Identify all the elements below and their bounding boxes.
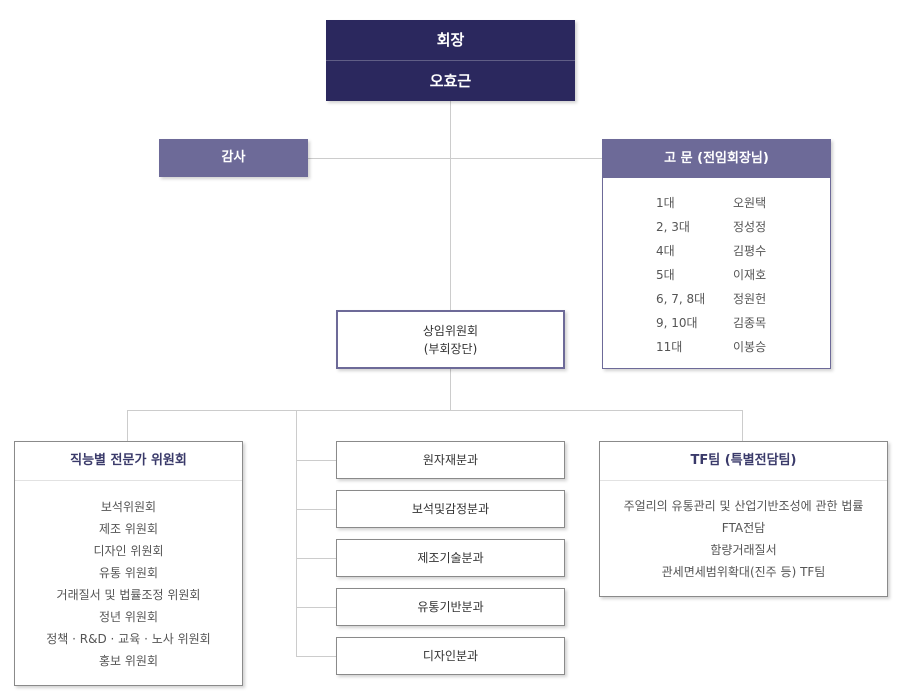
advisor-name: 이봉승 [733,340,767,354]
standing-committee-box: 상임위원회 (부회장단) [336,310,565,369]
expert-committee-title: 직능별 전문가 위원회 [15,442,242,481]
expert-committee-item: 디자인 위원회 [93,544,164,558]
tf-team-box: TF팀 (특별전담팀) 주얼리의 유통관리 및 산업기반조성에 관한 법률 FT… [599,441,888,597]
chairman-name: 오효근 [429,72,472,90]
advisor-name: 정성정 [733,220,767,234]
tf-team-item: FTA전담 [721,521,766,535]
expert-committee-item: 유통 위원회 [98,566,158,580]
chairman-divider [326,60,575,61]
advisor-term: 11대 [656,340,683,354]
advisor-term: 9, 10대 [656,316,698,330]
advisor-item: 4대 김평수 [656,239,766,263]
expert-committee-item: 정책 · R&D · 교육 · 노사 위원회 [46,632,211,646]
tf-team-item: 관세면세범위확대(진주 등) TF팀 [661,565,826,579]
division-design: 디자인분과 [336,637,565,675]
advisor-name: 김평수 [733,244,767,258]
advisor-term: 6, 7, 8대 [656,292,706,306]
advisor-name: 오원택 [733,196,767,210]
advisor-term: 1대 [656,196,675,210]
division-distribution: 유통기반분과 [336,588,565,626]
advisor-name: 김종목 [733,316,767,330]
advisor-item: 11대 이봉승 [656,335,766,359]
advisor-item: 1대 오원택 [656,191,766,215]
advisor-item: 6, 7, 8대 정원헌 [656,287,766,311]
expert-committee-item: 정년 위원회 [98,610,158,624]
advisor-term: 5대 [656,268,675,282]
advisor-item: 5대 이재호 [656,263,766,287]
expert-committee-item: 홍보 위원회 [98,654,158,668]
division-manufacturing-tech: 제조기술분과 [336,539,565,577]
expert-committee-item: 거래질서 및 법률조정 위원회 [56,588,201,602]
expert-committee-item: 보석위원회 [100,500,157,514]
division-gems-appraisal: 보석및감정분과 [336,490,565,528]
division-raw-materials: 원자재분과 [336,441,565,479]
advisor-list: 1대 오원택 2, 3대 정성정 4대 김평수 5대 이재호 6, 7, 8대 정원헌 9… [656,191,766,359]
expert-committee-item: 제조 위원회 [98,522,158,536]
standing-committee-title: 상임위원회 [422,324,479,338]
advisor-name: 이재호 [733,268,767,282]
chairman-title: 회장 [436,31,465,49]
advisor-term: 2, 3대 [656,220,690,234]
advisor-box: 고 문 (전임회장님) 1대 오원택 2, 3대 정성정 4대 김평수 5대 이재호 6… [602,139,831,369]
audit-box: 감사 [159,139,308,177]
chairman-box: 회장 오효근 [326,20,575,101]
tf-team-list: 주얼리의 유통관리 및 산업기반조성에 관한 법률 FTA전담 함량거래질서 관… [600,481,887,583]
expert-committee-list: 보석위원회 제조 위원회 디자인 위원회 유통 위원회 거래질서 및 법률조정 … [15,481,242,672]
standing-committee-subtitle: (부회장단) [423,342,478,356]
tf-team-item: 주얼리의 유통관리 및 산업기반조성에 관한 법률 [623,499,864,513]
advisor-term: 4대 [656,244,675,258]
advisor-title: 고 문 (전임회장님) [603,140,830,178]
tf-team-title: TF팀 (특별전담팀) [600,442,887,481]
advisor-name: 정원헌 [733,292,767,306]
tf-team-item: 함량거래질서 [710,543,777,557]
expert-committee-box: 직능별 전문가 위원회 보석위원회 제조 위원회 디자인 위원회 유통 위원회 … [14,441,243,686]
advisor-item: 9, 10대 김종목 [656,311,766,335]
advisor-item: 2, 3대 정성정 [656,215,766,239]
